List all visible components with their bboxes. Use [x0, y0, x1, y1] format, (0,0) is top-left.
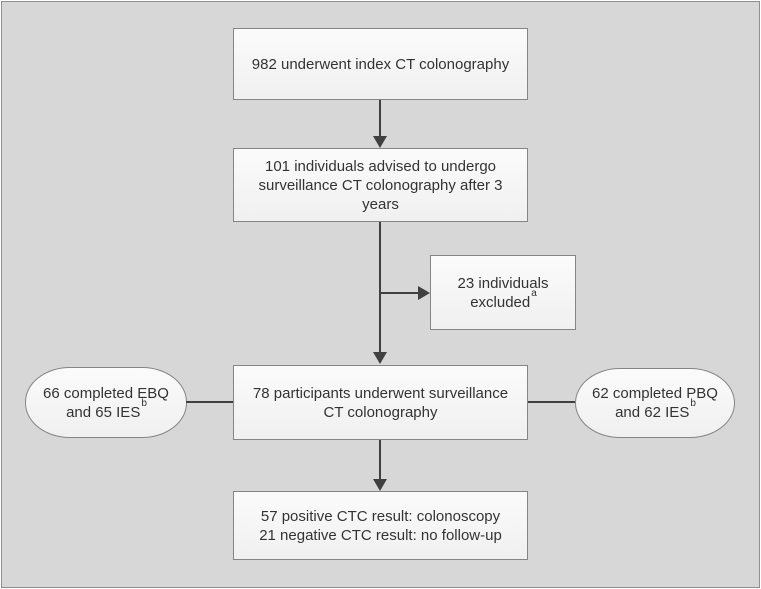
footnote-marker-a: a	[531, 287, 537, 299]
node-text-line: 982 underwent index CT colonography	[251, 55, 510, 73]
connector-line	[380, 292, 419, 294]
node-text-line: 66 completed EBQ	[43, 384, 169, 402]
node-text-line: and 62 IESb	[615, 399, 696, 422]
node-ebq-completed: 66 completed EBQ and 65 IESb	[25, 367, 187, 438]
node-pbq-completed: 62 completed PBQ and 62 IESb	[575, 368, 735, 438]
node-text-line: and 65 IESb	[66, 398, 147, 422]
connector-line	[379, 440, 381, 480]
node-text-line: surveillance CT colonography after 3	[258, 176, 503, 194]
node-ctc-results: 57 positive CTC result: colonoscopy 21 n…	[233, 491, 528, 560]
arrow-down-icon	[373, 352, 387, 364]
node-surveillance-colonography: 78 participants underwent surveillance C…	[233, 365, 528, 440]
connector-line	[379, 100, 381, 137]
node-text-line: 101 individuals advised to undergo	[265, 157, 496, 175]
node-text-line: 23 individuals	[457, 274, 549, 292]
connector-line	[379, 222, 381, 353]
arrow-right-icon	[418, 286, 430, 300]
node-text-line: CT colonography	[323, 403, 438, 421]
footnote-marker-b: b	[141, 397, 147, 409]
node-text-line: years	[362, 195, 399, 213]
node-text-line: excludeda	[470, 288, 537, 312]
node-text-line: 62 completed PBQ	[592, 385, 718, 402]
arrow-down-icon	[373, 479, 387, 491]
node-advised-surveillance: 101 individuals advised to undergo surve…	[233, 148, 528, 222]
node-text-line: 57 positive CTC result: colonoscopy	[260, 507, 501, 525]
node-text-line: 78 participants underwent surveillance	[252, 384, 509, 402]
node-text-fragment: and 62 IES	[615, 404, 690, 421]
arrow-down-icon	[373, 136, 387, 148]
footnote-marker-b: b	[690, 398, 696, 409]
connector-line	[186, 401, 233, 403]
node-text-fragment: and 65 IES	[66, 403, 141, 421]
node-index-colonography: 982 underwent index CT colonography	[233, 28, 528, 100]
connector-line	[528, 401, 575, 403]
node-text-fragment: excluded	[470, 293, 531, 311]
node-text-line: 21 negative CTC result: no follow-up	[259, 526, 502, 544]
node-excluded: 23 individuals excludeda	[430, 255, 576, 330]
